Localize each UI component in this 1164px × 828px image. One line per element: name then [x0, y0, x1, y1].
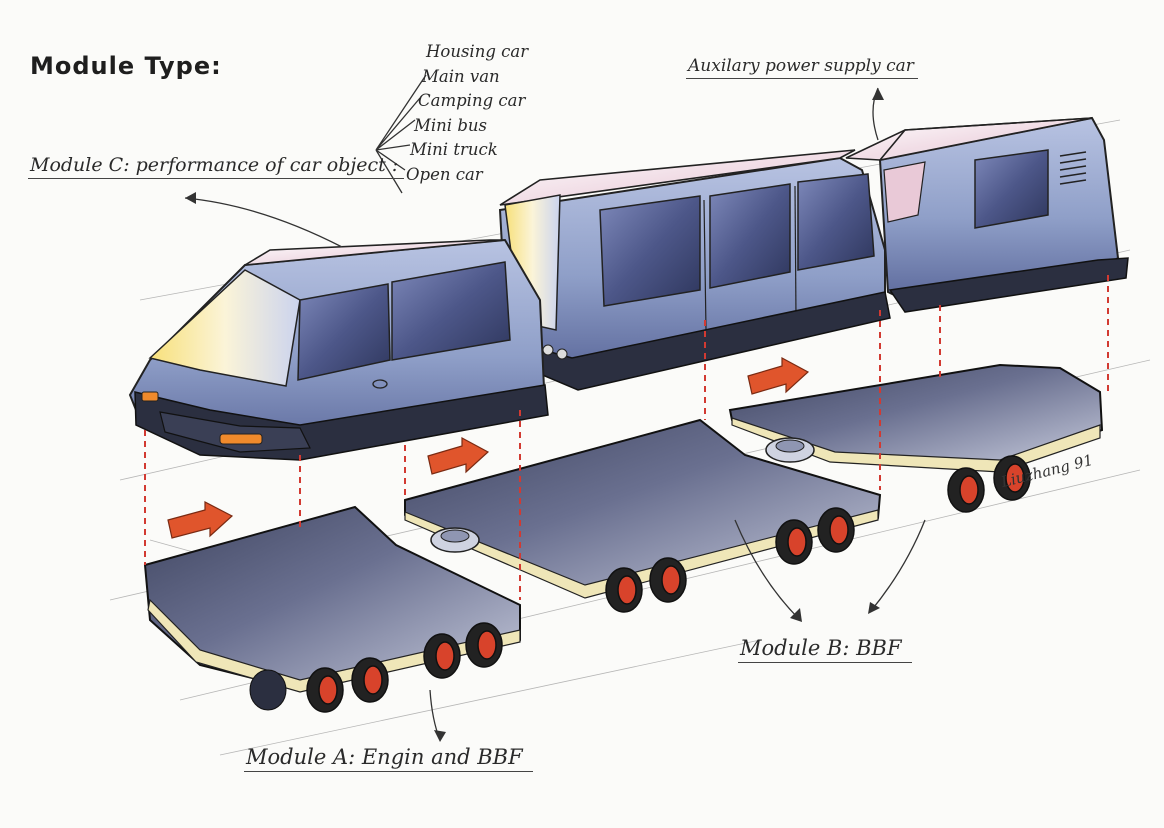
front-van — [128, 238, 549, 461]
auxiliary-car — [845, 116, 1129, 313]
list-item: Mini bus — [414, 115, 487, 135]
list-item: Main van — [422, 66, 500, 86]
list-item: Open car — [406, 164, 483, 184]
page-title: Module Type: — [30, 52, 222, 80]
module-c-type-list: Housing car Main van Camping car Mini bu… — [404, 40, 528, 187]
middle-van — [498, 149, 891, 391]
wheels — [306, 455, 1031, 713]
module-b-platform — [404, 418, 882, 599]
module-c-label: Module C: performance of car object : — [28, 154, 405, 179]
assembly-arrows — [167, 356, 810, 539]
list-item: Camping car — [418, 91, 526, 110]
module-a-label: Module A: Engin and BBF — [244, 745, 533, 772]
list-item: Mini truck — [410, 140, 498, 159]
list-item: Housing car — [426, 42, 529, 61]
auxiliary-car-label: Auxilary power supply car — [686, 56, 918, 79]
module-b-label: Module B: BBF — [738, 636, 912, 663]
